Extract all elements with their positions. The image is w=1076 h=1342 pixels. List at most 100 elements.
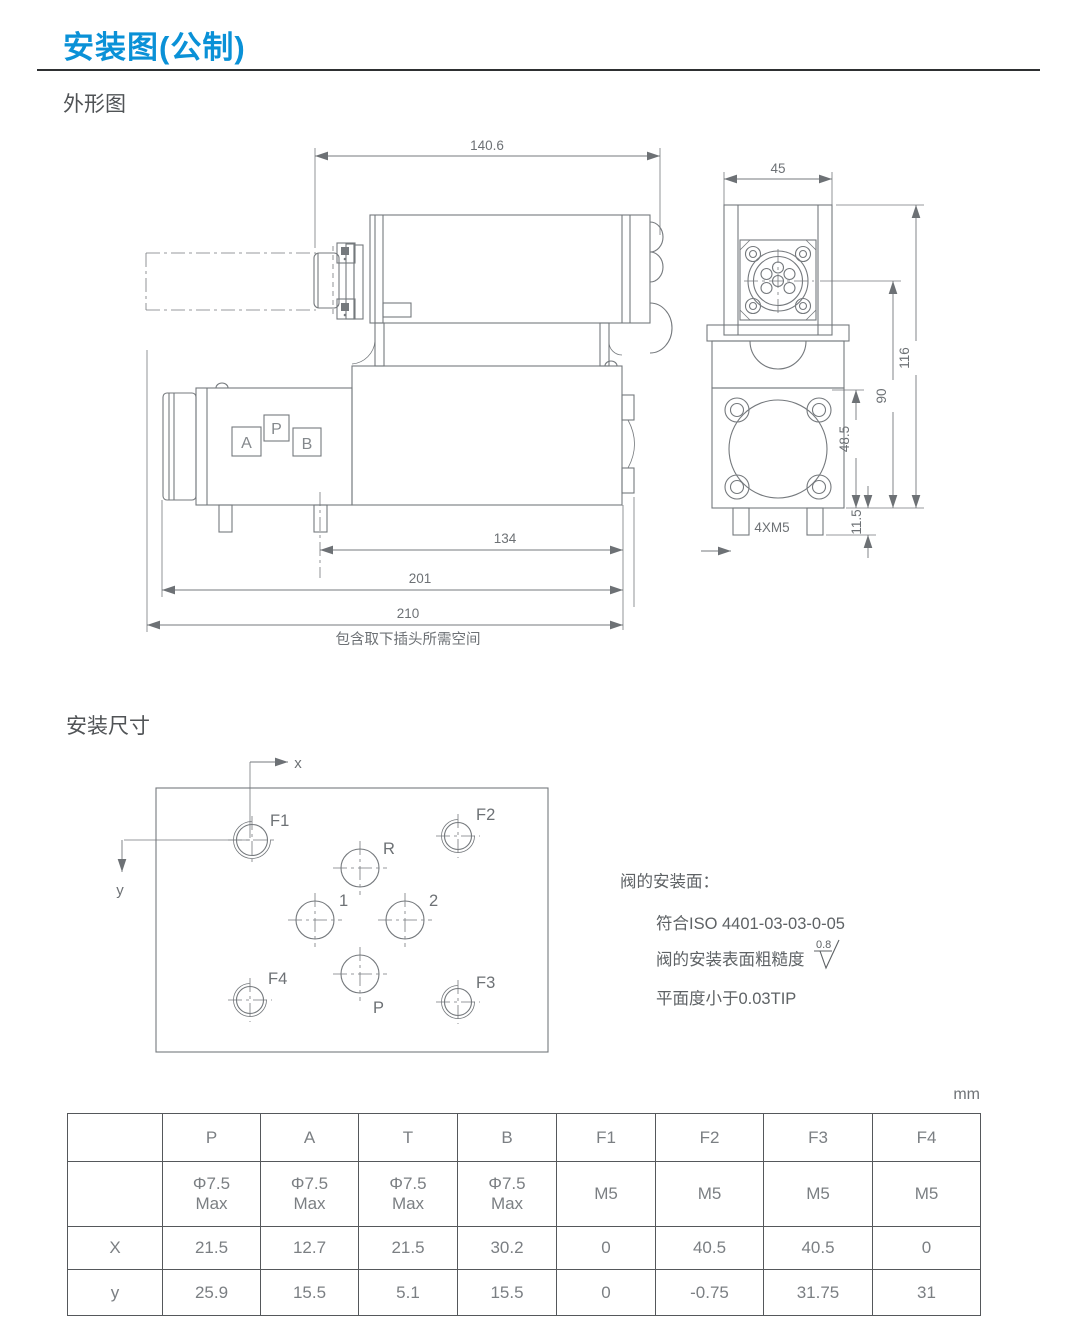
size-cell-f1: M5 <box>556 1161 656 1227</box>
x-cell-a: 12.7 <box>260 1226 359 1270</box>
dim-label-210: 210 <box>397 606 420 621</box>
size-cell-f4: M5 <box>872 1161 981 1227</box>
plug-removal-space-lines <box>145 252 316 311</box>
y-cell-f4: 31 <box>872 1269 981 1316</box>
front-view-labels: 140.6 134 201 210 包含取下插头所需空间 A P B <box>241 138 517 648</box>
size-row-label <box>67 1161 163 1227</box>
front-view <box>145 148 673 632</box>
y-cell-p: 25.9 <box>162 1269 261 1316</box>
side-view <box>701 172 924 558</box>
y-cell-f1: 0 <box>556 1269 656 1316</box>
table-unit-label: mm <box>953 1086 980 1103</box>
page-title: 安装图(公制) <box>63 30 246 65</box>
side-valve-block <box>706 324 850 536</box>
side-top-housing <box>723 204 833 336</box>
x-cell-b: 30.2 <box>457 1226 557 1270</box>
header-cell-f1: F1 <box>556 1113 656 1162</box>
dim-label-48-5: 48.5 <box>837 426 852 452</box>
cable-plug <box>313 242 364 320</box>
header-cell-t: T <box>358 1113 458 1162</box>
x-cell-t: 21.5 <box>358 1226 458 1270</box>
fixing-holes <box>228 814 480 1024</box>
dim-label-45: 45 <box>770 161 785 176</box>
x-row-label: X <box>67 1226 163 1270</box>
roughness-label: 阀的安装表面粗糙度 <box>656 951 805 969</box>
mounting-labels: x y F1 F2 F3 F4 R 1 2 P <box>116 755 495 1017</box>
header-cell-f3: F3 <box>763 1113 873 1162</box>
mounting-note-roughness: 阀的安装表面粗糙度 0.8 <box>656 939 846 974</box>
side-view-labels: 45 116 90 48.5 11.5 4XM5 <box>754 161 912 535</box>
dim-label-90: 90 <box>874 388 889 403</box>
axis-label-x: x <box>294 755 302 772</box>
dim-note-210: 包含取下插头所需空间 <box>336 631 481 648</box>
y-cell-f3: 31.75 <box>763 1269 873 1316</box>
table-y-row: y 25.9 15.5 5.1 15.5 0 -0.75 31.75 31 <box>67 1269 981 1316</box>
surface-roughness-icon: 0.8 <box>813 939 839 970</box>
table-header-row: P A T B F1 F2 F3 F4 <box>67 1113 981 1162</box>
dim-label-116: 116 <box>897 347 912 369</box>
size-cell-f2: M5 <box>655 1161 764 1227</box>
port-marks <box>231 414 322 457</box>
dim-label-11-5: 11.5 <box>849 509 864 534</box>
coordinate-axes <box>117 757 288 872</box>
header-cell-a: A <box>260 1113 359 1162</box>
table-x-row: X 21.5 12.7 21.5 30.2 0 40.5 40.5 0 <box>67 1226 981 1270</box>
port-label-b: B <box>302 436 313 453</box>
hole-label-2: 2 <box>429 892 438 910</box>
y-cell-f2: -0.75 <box>655 1269 764 1316</box>
hole-label-r: R <box>383 840 395 858</box>
header-cell-empty <box>67 1113 163 1162</box>
side-extension-lines <box>723 172 924 536</box>
section-heading-outline: 外形图 <box>63 93 126 116</box>
valve-body <box>162 360 635 533</box>
header-cell-b: B <box>457 1113 557 1162</box>
front-dimension-lines <box>147 151 660 630</box>
dim-label-134: 134 <box>494 531 517 546</box>
title-divider <box>37 69 1040 71</box>
port-label-a: A <box>241 435 252 452</box>
connector-face <box>744 245 814 315</box>
studs-label-4xm5: 4XM5 <box>754 520 789 535</box>
y-cell-t: 5.1 <box>358 1269 458 1316</box>
size-cell-f3: M5 <box>763 1161 873 1227</box>
y-cell-b: 15.5 <box>457 1269 557 1316</box>
hole-label-f4: F4 <box>268 970 287 988</box>
hole-label-f1: F1 <box>270 812 289 830</box>
x-cell-f2: 40.5 <box>655 1226 764 1270</box>
x-cell-p: 21.5 <box>162 1226 261 1270</box>
y-row-label: y <box>67 1269 163 1316</box>
hole-label-p: P <box>373 999 384 1017</box>
mounting-note-flatness: 平面度小于0.03TIP <box>656 990 797 1008</box>
header-cell-p: P <box>162 1113 261 1162</box>
x-cell-f3: 40.5 <box>763 1226 873 1270</box>
header-cell-f4: F4 <box>872 1113 981 1162</box>
y-cell-a: 15.5 <box>260 1269 359 1316</box>
side-dimension-lines <box>701 174 921 558</box>
hole-label-f2: F2 <box>476 806 495 824</box>
hole-label-f3: F3 <box>476 974 495 992</box>
solenoid-body <box>351 214 673 367</box>
x-cell-f1: 0 <box>556 1226 656 1270</box>
front-extension-lines <box>146 148 661 632</box>
dim-label-201: 201 <box>409 571 432 586</box>
outline-drawing: 140.6 134 201 210 包含取下插头所需空间 A P B <box>145 138 924 648</box>
roughness-value: 0.8 <box>816 939 831 951</box>
mounting-note-iso: 符合ISO 4401-03-03-0-05 <box>656 915 845 933</box>
port-label-p: P <box>271 421 282 438</box>
header-cell-f2: F2 <box>655 1113 764 1162</box>
section-heading-mounting: 安装尺寸 <box>66 715 150 738</box>
hole-label-1: 1 <box>339 892 348 910</box>
dim-label-140-6: 140.6 <box>470 138 504 153</box>
mounting-plate <box>117 757 549 1053</box>
mounting-notes-title: 阀的安装面： <box>620 873 719 891</box>
x-cell-f4: 0 <box>872 1226 981 1270</box>
axis-label-y: y <box>116 882 124 899</box>
port-holes <box>288 841 432 1001</box>
